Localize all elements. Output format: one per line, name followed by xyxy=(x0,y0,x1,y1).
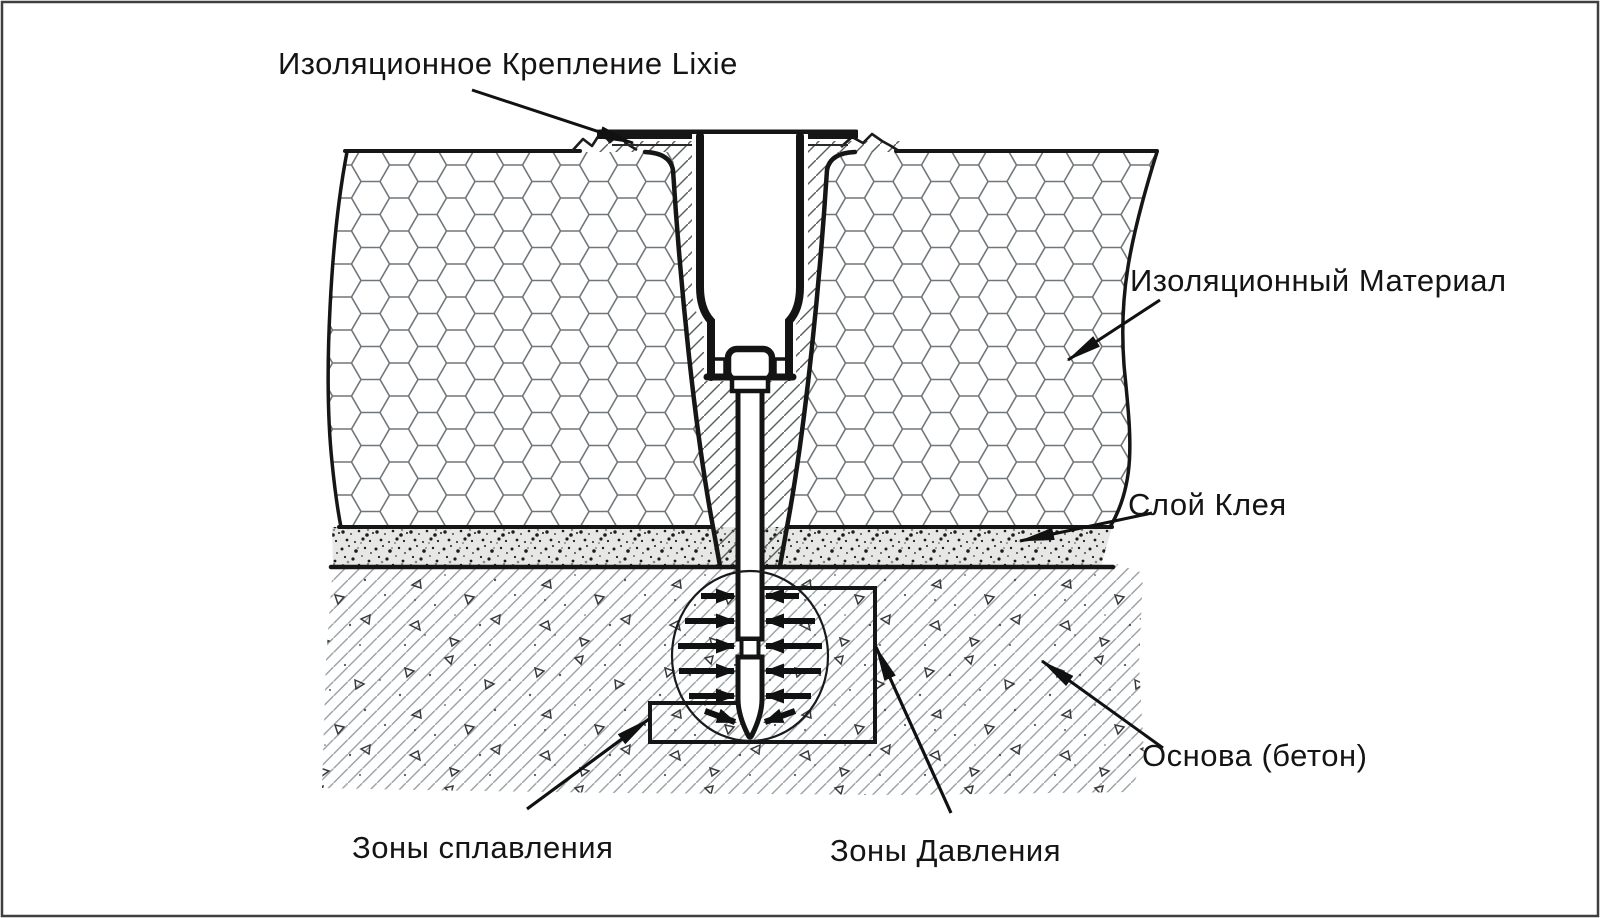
pressure-leader-arrow-icon xyxy=(874,645,953,814)
pin-head xyxy=(724,345,776,384)
pin-shaft xyxy=(735,387,765,642)
pressure-arrow xyxy=(763,708,797,725)
label-adhesive-layer: Слой Клея xyxy=(1128,487,1287,522)
adhesive-leader-arrow-icon xyxy=(1018,511,1153,543)
pin-joint xyxy=(739,637,761,659)
pressure-zone-box xyxy=(648,586,877,744)
pressure-arrows xyxy=(678,588,822,725)
pin-tip xyxy=(735,654,765,740)
label-fusion-zones: Зоны сплавления xyxy=(352,830,613,865)
label-insulation-material: Изоляционный Материал xyxy=(1130,263,1507,298)
concrete-leader-arrow-icon xyxy=(1040,659,1164,750)
insulation-right-block xyxy=(787,152,1157,527)
concrete-base xyxy=(322,564,1144,795)
insulation-left-block xyxy=(328,152,714,527)
fastener-leader-arrow-icon xyxy=(471,88,635,145)
pressure-arrow xyxy=(703,708,737,725)
label-base-concrete: Основа (бетон) xyxy=(1142,738,1367,773)
leader-arrows xyxy=(471,88,1164,814)
fusion-leader-arrow-icon xyxy=(526,717,651,811)
fastener-sleeve xyxy=(692,132,808,381)
insulation-leader-arrow-icon xyxy=(1066,298,1161,362)
fastener-pin xyxy=(724,345,776,740)
pin-collar xyxy=(729,375,771,394)
label-pressure-zones: Зоны Давления xyxy=(830,833,1061,868)
label-fastener: Изоляционное Крепление Lixie xyxy=(278,46,738,81)
material-outlines xyxy=(326,149,1159,570)
